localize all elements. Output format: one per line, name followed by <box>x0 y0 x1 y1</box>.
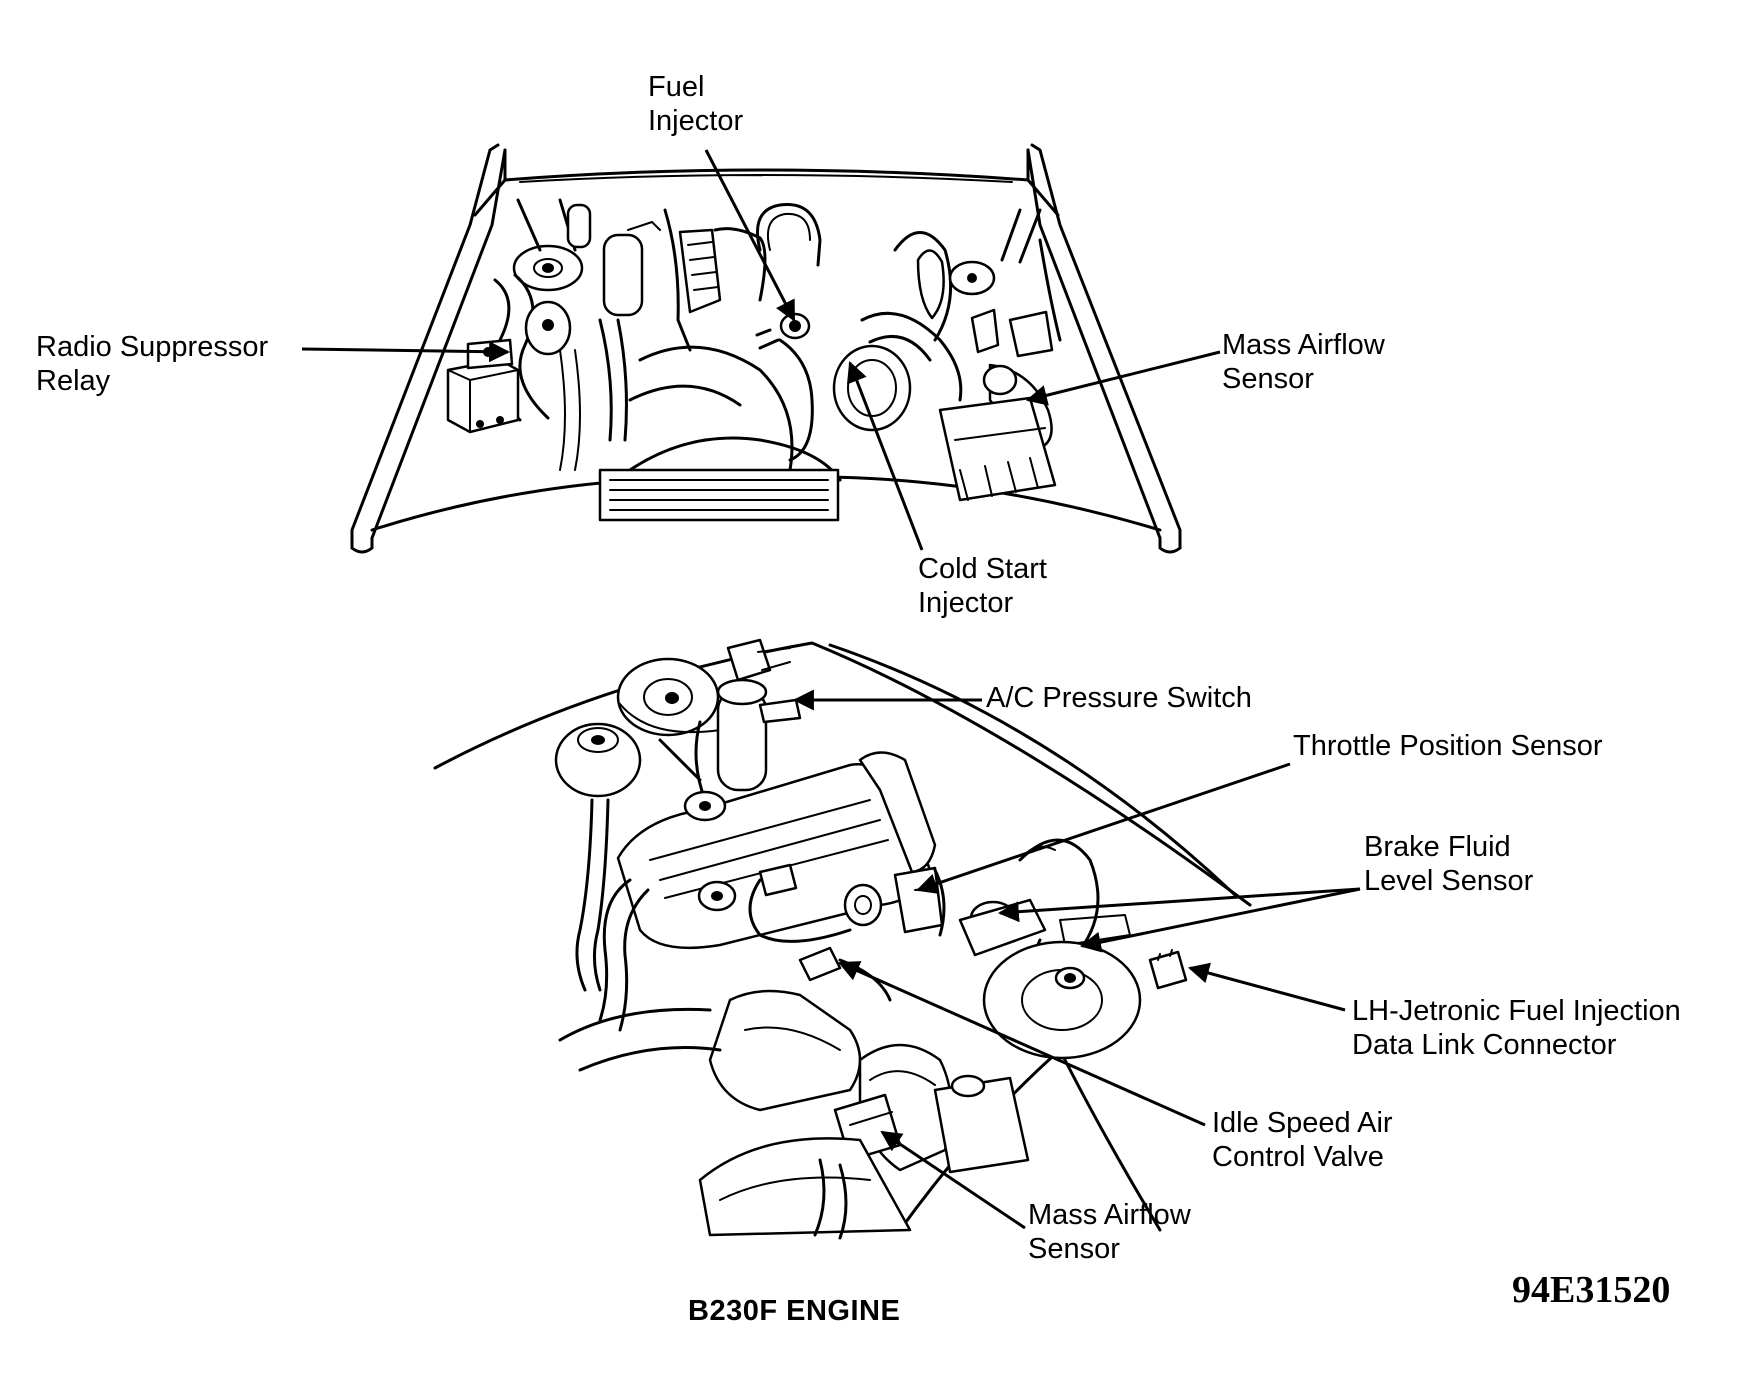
label-lh-jetronic-connector-line-1: LH-Jetronic Fuel Injection <box>1352 995 1681 1027</box>
label-brake-fluid-level-sensor-line-1: Brake Fluid <box>1364 831 1511 863</box>
label-mass-airflow-sensor-bottom: Mass Airflow Sensor <box>1028 1198 1191 1266</box>
label-mass-airflow-sensor-top-line-2: Sensor <box>1222 363 1314 395</box>
label-idle-speed-air-control-valve-line-2: Control Valve <box>1212 1141 1384 1173</box>
label-mass-airflow-sensor-bottom-line-1: Mass Airflow <box>1028 1199 1191 1231</box>
label-lh-jetronic-connector: LH-Jetronic Fuel Injection Data Link Con… <box>1352 994 1681 1062</box>
label-ac-pressure-switch-line-1: A/C Pressure Switch <box>986 682 1252 714</box>
label-lh-jetronic-connector-line-2: Data Link Connector <box>1352 1029 1617 1061</box>
engine-caption: B230F ENGINE <box>688 1295 901 1327</box>
label-brake-fluid-level-sensor-line-2: Level Sensor <box>1364 865 1534 897</box>
label-throttle-position-sensor-line-1: Throttle Position Sensor <box>1293 730 1603 762</box>
label-cold-start-injector-line-1: Cold Start <box>918 553 1047 585</box>
label-idle-speed-air-control-valve: Idle Speed Air Control Valve <box>1212 1106 1393 1174</box>
label-radio-suppressor-relay: Radio Suppressor Relay <box>36 330 268 398</box>
label-fuel-injector: Fuel Injector <box>648 70 743 138</box>
label-cold-start-injector: Cold Start Injector <box>918 552 1047 620</box>
label-mass-airflow-sensor-top: Mass Airflow Sensor <box>1222 328 1385 396</box>
label-radio-suppressor-relay-line-1: Radio Suppressor <box>36 331 269 363</box>
label-fuel-injector-line-2: Injector <box>648 105 744 137</box>
label-mass-airflow-sensor-bottom-line-2: Sensor <box>1028 1233 1120 1265</box>
bottom-engine-illustration <box>433 638 1252 1240</box>
label-cold-start-injector-line-2: Injector <box>918 587 1014 619</box>
label-ac-pressure-switch: A/C Pressure Switch <box>986 681 1252 715</box>
label-throttle-position-sensor: Throttle Position Sensor <box>1293 729 1602 763</box>
label-radio-suppressor-relay-line-2: Relay <box>36 365 111 397</box>
leader-lines <box>301 149 1361 1230</box>
label-idle-speed-air-control-valve-line-1: Idle Speed Air <box>1212 1107 1393 1139</box>
label-brake-fluid-level-sensor: Brake Fluid Level Sensor <box>1364 830 1533 898</box>
figure-code: 94E31520 <box>1512 1269 1671 1311</box>
label-fuel-injector-line-1: Fuel <box>648 71 705 103</box>
label-mass-airflow-sensor-top-line-1: Mass Airflow <box>1222 329 1385 361</box>
top-engine-bay-illustration <box>350 143 1182 554</box>
